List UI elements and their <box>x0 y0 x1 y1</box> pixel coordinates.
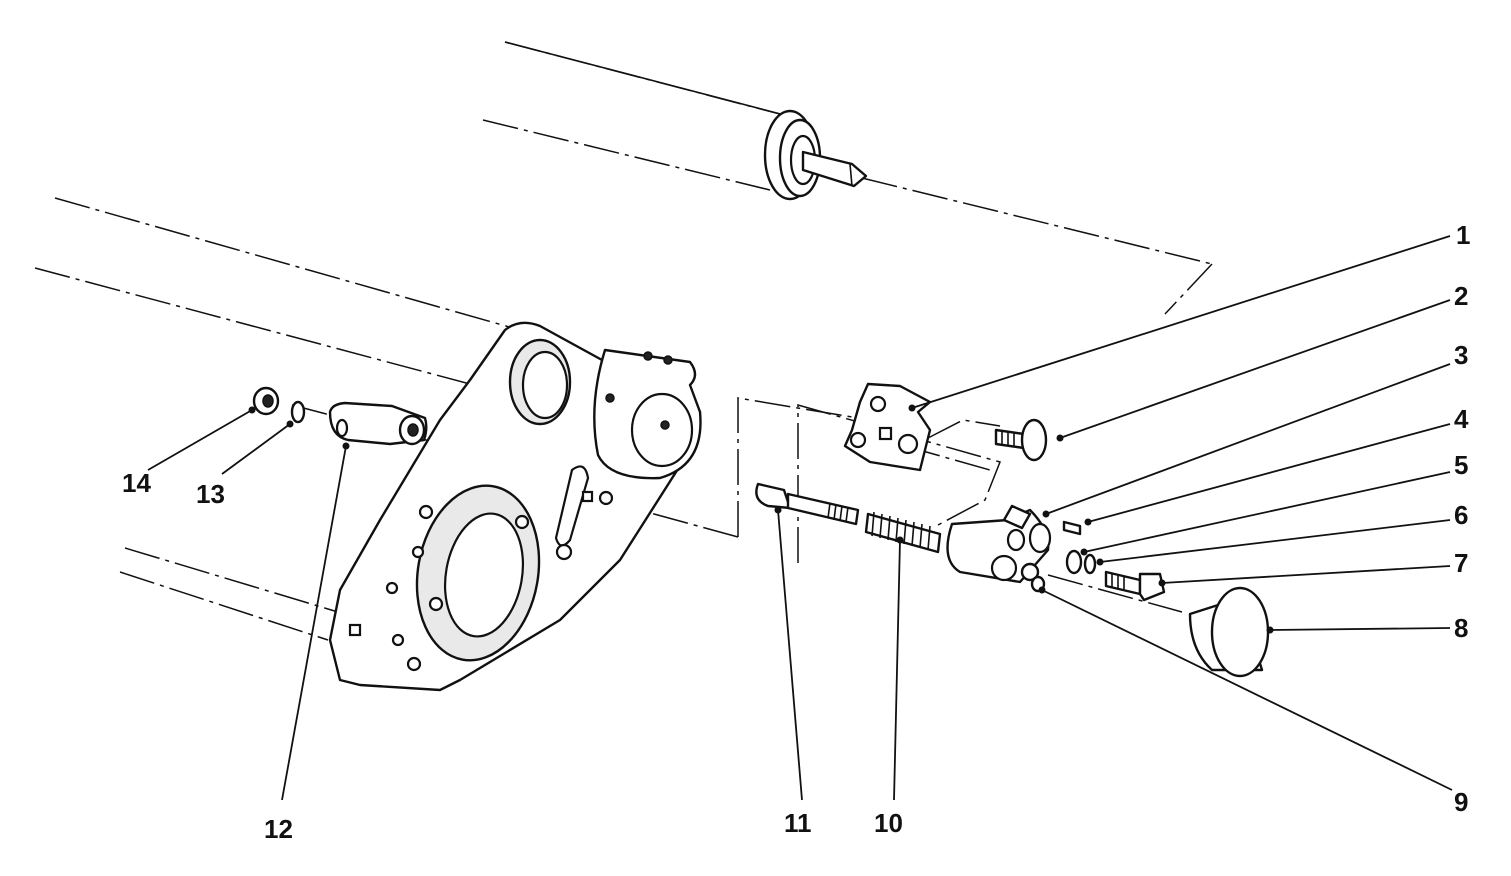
callout-2: 2 <box>1454 281 1468 311</box>
upper-roller <box>504 41 868 201</box>
callout-9: 9 <box>1454 787 1468 817</box>
part-1-plate <box>843 382 932 472</box>
callout-6: 6 <box>1454 500 1468 530</box>
part-12-pivot-bracket <box>328 401 428 446</box>
part-7-bolt <box>1104 570 1166 602</box>
part-13-washer <box>290 400 306 424</box>
part-6-lock-washer <box>1083 553 1097 575</box>
callout-1: 1 <box>1456 220 1470 250</box>
callout-14: 14 <box>122 468 151 498</box>
side-plate <box>328 321 702 692</box>
part-14-nut <box>252 386 280 416</box>
callout-12: 12 <box>264 814 293 844</box>
callout-7: 7 <box>1454 548 1468 578</box>
part-11-stud <box>755 482 860 526</box>
callout-8: 8 <box>1454 613 1468 643</box>
callout-5: 5 <box>1454 450 1468 480</box>
part-2-bolt <box>994 418 1048 462</box>
part-5-washer <box>1065 549 1083 575</box>
part-4-set-screw <box>1062 520 1082 536</box>
part-8-knob <box>1188 586 1270 678</box>
callout-10: 10 <box>874 808 903 838</box>
callout-labels: 1 2 3 4 5 6 7 8 9 10 11 12 13 14 <box>122 220 1470 844</box>
part-10-spring <box>864 511 942 554</box>
callout-13: 13 <box>196 479 225 509</box>
callout-3: 3 <box>1454 340 1468 370</box>
leader-lines <box>147 235 1453 801</box>
callout-11: 11 <box>784 808 812 838</box>
callout-4: 4 <box>1454 404 1469 434</box>
part-3-lever-housing <box>946 504 1052 584</box>
